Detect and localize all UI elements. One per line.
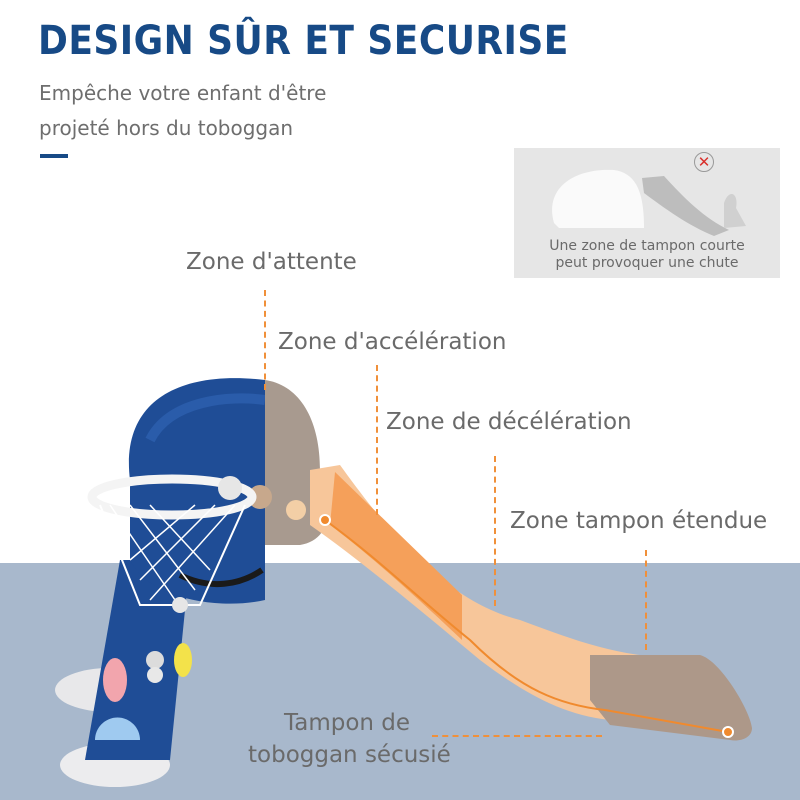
subtitle-line-1: Empêche votre enfant d'être — [39, 81, 327, 105]
warning-box: ✕ Une zone de tampon courte peut provoqu… — [514, 148, 780, 278]
zone-label-extended-buffer: Zone tampon étendue — [510, 508, 768, 534]
zone-waiting-dashline — [264, 290, 266, 390]
start-point-dot — [319, 514, 331, 526]
subtitle: Empêche votre enfant d'être projeté hors… — [39, 76, 326, 146]
zone-acceleration-dashline — [376, 365, 378, 515]
bottom-label-line-2: toboggan sécusié — [248, 742, 451, 768]
zone-buffer-dashline — [645, 550, 647, 650]
red-x-circle-icon: ✕ — [694, 152, 714, 172]
warning-caption-line-1: Une zone de tampon courte — [549, 238, 745, 254]
subtitle-line-2: projeté hors du toboggan — [39, 116, 294, 140]
end-point-dot — [722, 726, 734, 738]
warning-caption-line-2: peut provoquer une chute — [555, 255, 739, 271]
accent-bar — [40, 154, 68, 158]
bottom-label-line-1: Tampon de — [284, 710, 411, 736]
short-slide-illustration — [552, 169, 746, 236]
zone-label-acceleration: Zone d'accélération — [278, 329, 507, 355]
zone-label-deceleration: Zone de décélération — [386, 409, 632, 435]
zone-label-waiting: Zone d'attente — [186, 249, 357, 275]
bottom-label-dashline — [432, 735, 602, 737]
page-title: DESIGN SÛR ET SECURISE — [38, 18, 569, 64]
zone-deceleration-dashline — [494, 456, 496, 606]
warning-caption: Une zone de tampon courte peut provoquer… — [514, 238, 780, 272]
